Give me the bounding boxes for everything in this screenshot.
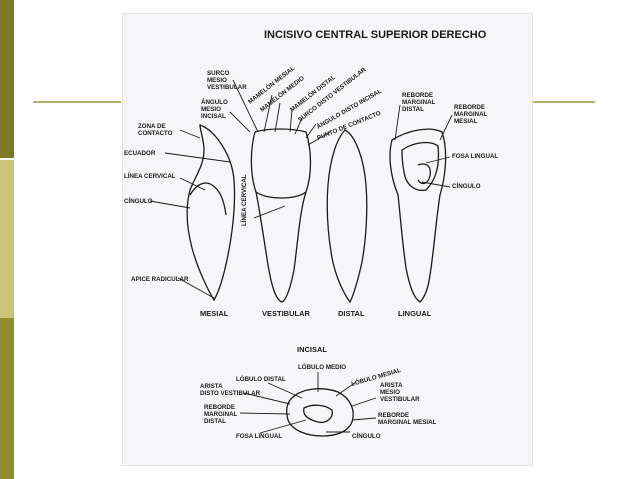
- label-surco-mesio-vestibular-3: VESTIBULAR: [207, 84, 247, 91]
- diagram-title: INCISIVO CENTRAL SUPERIOR DERECHO: [264, 29, 487, 41]
- view-incisal: INCISAL: [297, 345, 327, 354]
- label-incisal-reborde-distal-3: DISTAL: [204, 418, 226, 425]
- view-vestibular: VESTIBULAR: [262, 309, 311, 318]
- label-reborde-marginal-distal-3: DISTAL: [402, 106, 424, 113]
- label-reborde-marginal-distal-1: REBORDE: [402, 92, 433, 99]
- mesial-view-tooth: [186, 124, 236, 302]
- label-lobulo-distal: LÓBULO DISTAL: [236, 375, 286, 383]
- label-incisal-cingulo: CÍNGULO: [352, 432, 381, 440]
- view-names: MESIAL VESTIBULAR DISTAL LINGUAL INCISAL: [200, 309, 432, 354]
- view-distal: DISTAL: [338, 309, 365, 318]
- label-incisal-reborde-distal-2: MARGINAL: [204, 411, 238, 418]
- left-band-light: [0, 160, 14, 318]
- label-incisal-fosa-lingual: FOSA LINGUAL: [236, 433, 282, 440]
- label-incisal-reborde-mesial-1: REBORDE: [378, 412, 409, 419]
- distal-view-tooth: [326, 129, 368, 304]
- view-lingual: LINGUAL: [398, 309, 432, 318]
- label-lobulo-medio: LÓBULO MEDIO: [298, 363, 346, 371]
- label-apice-radicular: APICE RADICULAR: [131, 276, 189, 283]
- label-arista-disto-vestibular-2: DISTO VESTIBULAR: [200, 390, 261, 397]
- label-surco-mesio-vestibular-1: SURCO: [207, 70, 230, 77]
- label-reborde-marginal-mesial-2: MARGINAL: [454, 111, 488, 118]
- label-reborde-marginal-distal-2: MARGINAL: [402, 99, 436, 106]
- label-surco-mesio-vestibular-2: MESIO: [207, 77, 227, 84]
- label-angulo-mesio-incisal-1: ÁNGULO: [201, 99, 228, 106]
- label-reborde-marginal-mesial-1: REBORDE: [454, 104, 485, 111]
- label-linea-cervical: LÍNEA CERVICAL: [124, 172, 176, 180]
- label-arista-disto-vestibular-1: ARISTA: [200, 383, 223, 390]
- incisal-view-tooth: [286, 388, 354, 437]
- leader-lines: [149, 79, 453, 434]
- label-fosa-lingual: FOSA LINGUAL: [452, 153, 498, 160]
- view-mesial: MESIAL: [200, 309, 229, 318]
- label-cingulo-left: CÍNGULO: [124, 197, 153, 205]
- label-arista-mesio-vestibular-3: VESTIBULAR: [380, 396, 420, 403]
- label-zona-contacto-1: ZONA DE: [138, 123, 166, 130]
- label-incisal-reborde-mesial-2: MARGINAL MESIAL: [378, 419, 437, 426]
- label-angulo-mesio-incisal-3: INCISAL: [201, 113, 226, 120]
- left-band-dark-2: [0, 318, 14, 479]
- label-cingulo-right: CÍNGULO: [452, 182, 481, 190]
- label-reborde-marginal-mesial-3: MESIAL: [454, 118, 478, 125]
- divider-line-left: [33, 101, 121, 103]
- left-band-dark: [0, 0, 14, 158]
- label-zona-contacto-2: CONTACTO: [138, 130, 173, 137]
- label-ecuador: ECUADOR: [124, 150, 156, 157]
- label-arista-mesio-vestibular-2: MESIO: [380, 389, 400, 396]
- left-band-mid: [0, 158, 14, 160]
- right-labels: REBORDE MARGINAL DISTAL REBORDE MARGINAL…: [402, 92, 498, 190]
- divider-line-right: [533, 101, 595, 103]
- label-linea-cervical-vertical: LÍNEA CERVICAL: [240, 174, 248, 226]
- label-arista-mesio-vestibular-1: ARISTA: [380, 382, 403, 389]
- lingual-view-tooth: [389, 128, 447, 303]
- left-labels: SURCO MESIO VESTIBULAR ÁNGULO MESIO INCI…: [124, 70, 248, 283]
- label-incisal-reborde-distal-1: REBORDE: [204, 404, 235, 411]
- label-angulo-mesio-incisal-2: MESIO: [201, 106, 221, 113]
- vestibular-view-tooth: [250, 128, 312, 303]
